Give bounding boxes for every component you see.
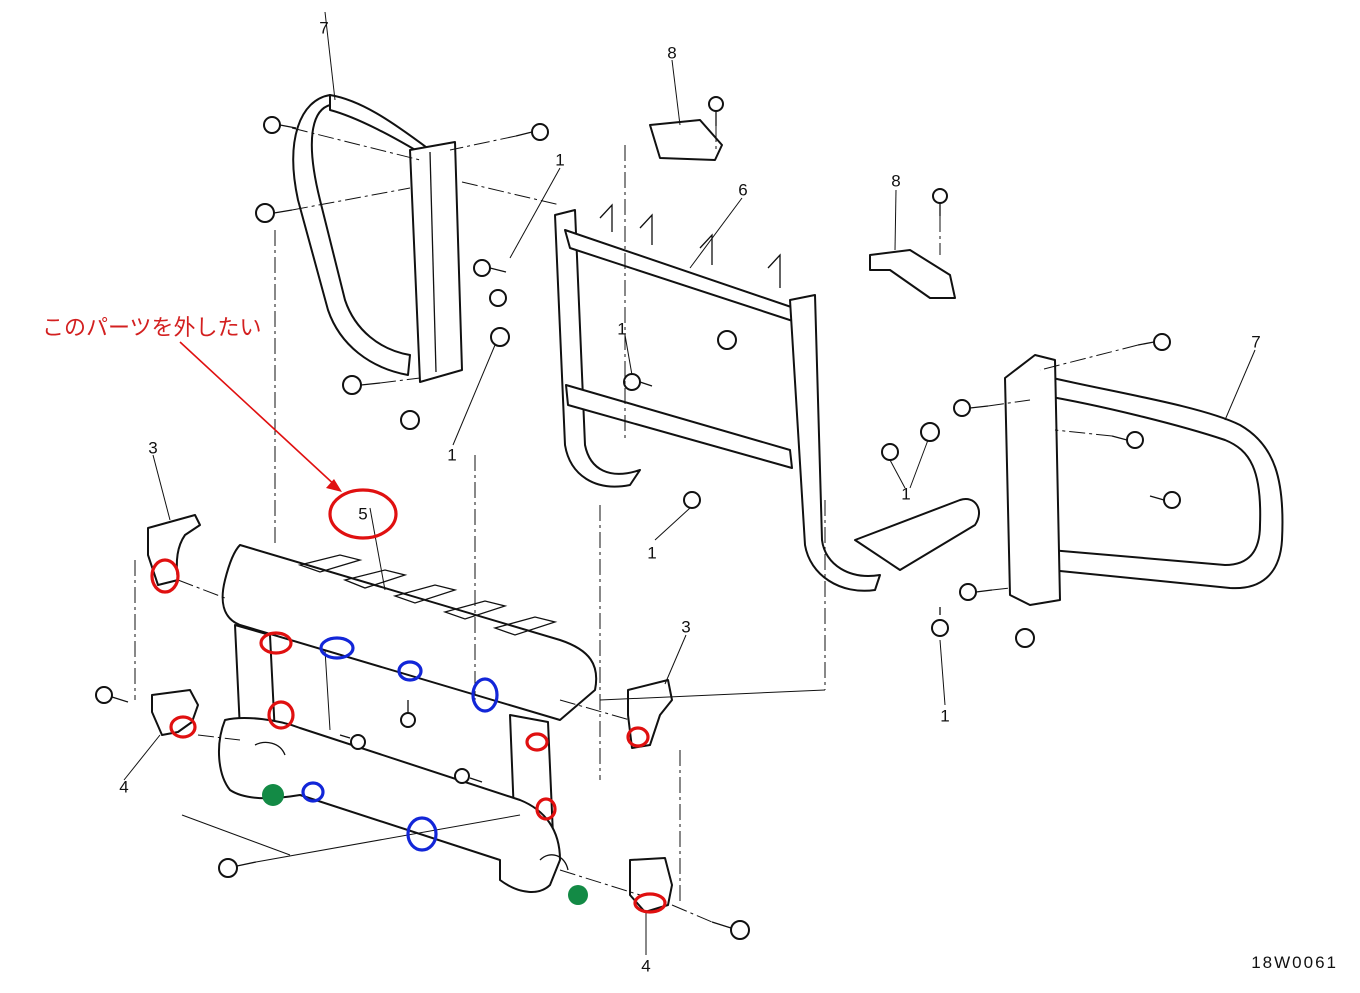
nut-icon (490, 327, 510, 347)
part-label-4: 4 (641, 956, 651, 976)
clip-icon (400, 700, 416, 728)
red-circle-marker (259, 631, 293, 655)
red-circle-marker (535, 797, 557, 821)
part-label-5: 5 (358, 504, 368, 524)
red-circle-marker (267, 700, 295, 730)
bolt-icon (711, 920, 750, 940)
bolt-icon (708, 96, 724, 126)
nut-icon (400, 410, 420, 430)
blue-circle-marker (301, 781, 325, 803)
part-label-1: 1 (647, 543, 657, 563)
bolt-icon (932, 188, 948, 216)
bracket-3-left (147, 514, 201, 586)
bolt-icon (623, 373, 653, 391)
bolt-icon (1149, 491, 1181, 509)
blue-circle-marker (406, 816, 438, 852)
blue-markers (301, 636, 499, 852)
bumper-cover (218, 544, 598, 893)
part-label-1: 1 (901, 484, 911, 504)
red-circle-marker (150, 558, 180, 594)
bolt-icon (339, 734, 366, 750)
red-circle-marker (525, 732, 549, 752)
blue-circle-marker (397, 660, 423, 682)
bolt-icon (255, 203, 293, 223)
part-label-7: 7 (1251, 332, 1261, 352)
right-guard-bar (1004, 354, 1284, 606)
part-label-3: 3 (681, 617, 691, 637)
bracket-4-left (151, 689, 199, 736)
part-label-1: 1 (447, 445, 457, 465)
drawing-code: 18W0061 (1251, 953, 1338, 972)
bracket-8-left (649, 119, 723, 161)
bolt-icon (683, 491, 701, 509)
bolt-icon (959, 583, 993, 601)
annotation-arrow (179, 341, 342, 492)
part-label-6: 6 (738, 180, 748, 200)
annotation-text: このパーツを外したい (42, 316, 262, 341)
bolt-icon (1111, 431, 1144, 449)
part-label-1: 1 (940, 706, 950, 726)
green-dot-marker (568, 885, 588, 905)
bolt-icon (515, 123, 549, 141)
nut-icon (717, 330, 737, 350)
bolt-icon (1137, 333, 1171, 351)
bolt-icon (263, 116, 297, 134)
part-label-4: 4 (119, 777, 129, 797)
fasteners (95, 96, 1181, 940)
bolt-icon (953, 399, 989, 417)
part-label-7: 7 (319, 18, 329, 38)
green-dot-marker (262, 784, 284, 806)
nut-icon (1015, 628, 1035, 648)
blue-circle-marker (471, 677, 499, 713)
part-label-3: 3 (148, 438, 158, 458)
blue-circle-marker (319, 636, 355, 660)
nut-icon (920, 422, 940, 442)
part-label-8: 8 (667, 43, 677, 63)
red-circle-marker (328, 488, 398, 540)
screw-icon (218, 858, 257, 878)
part-label-1: 1 (617, 319, 627, 339)
bolt-icon (473, 259, 507, 277)
bolt-icon (342, 375, 381, 395)
bolt-icon (931, 607, 949, 637)
bolt-icon (489, 289, 507, 307)
bracket-3-right (627, 679, 673, 749)
red-circle-marker (169, 715, 197, 739)
assembly-lines (123, 11, 1256, 955)
green-markers (262, 784, 588, 905)
red-circle-marker (626, 726, 650, 748)
left-guard-bar (292, 94, 463, 383)
bolt-icon (95, 686, 129, 704)
part-label-1: 1 (555, 150, 565, 170)
part-label-8: 8 (891, 171, 901, 191)
red-markers (150, 488, 667, 914)
red-circle-marker (633, 892, 667, 914)
bolt-icon (881, 443, 899, 461)
bolt-icon (454, 768, 483, 784)
bracket-8-right (869, 249, 956, 299)
